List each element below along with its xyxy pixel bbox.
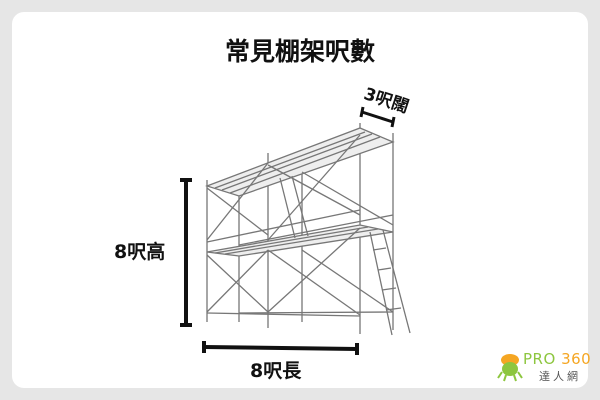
page-title: 常見棚架呎數 [224,37,375,66]
dimension-height-line [180,178,192,327]
logo-brand-zh: 達人網 [539,370,581,383]
pro360-logo: PRO 360 達人網 [496,348,596,384]
dimension-length-line [202,341,359,355]
mascot-icon [497,354,523,382]
logo-brand: PRO 360 [523,350,592,368]
dimension-width-line [359,106,396,128]
height-label: 8呎高 [114,241,166,263]
infographic-card [12,12,588,388]
scaffold-frame [205,123,411,336]
length-label: 8呎長 [250,360,302,382]
